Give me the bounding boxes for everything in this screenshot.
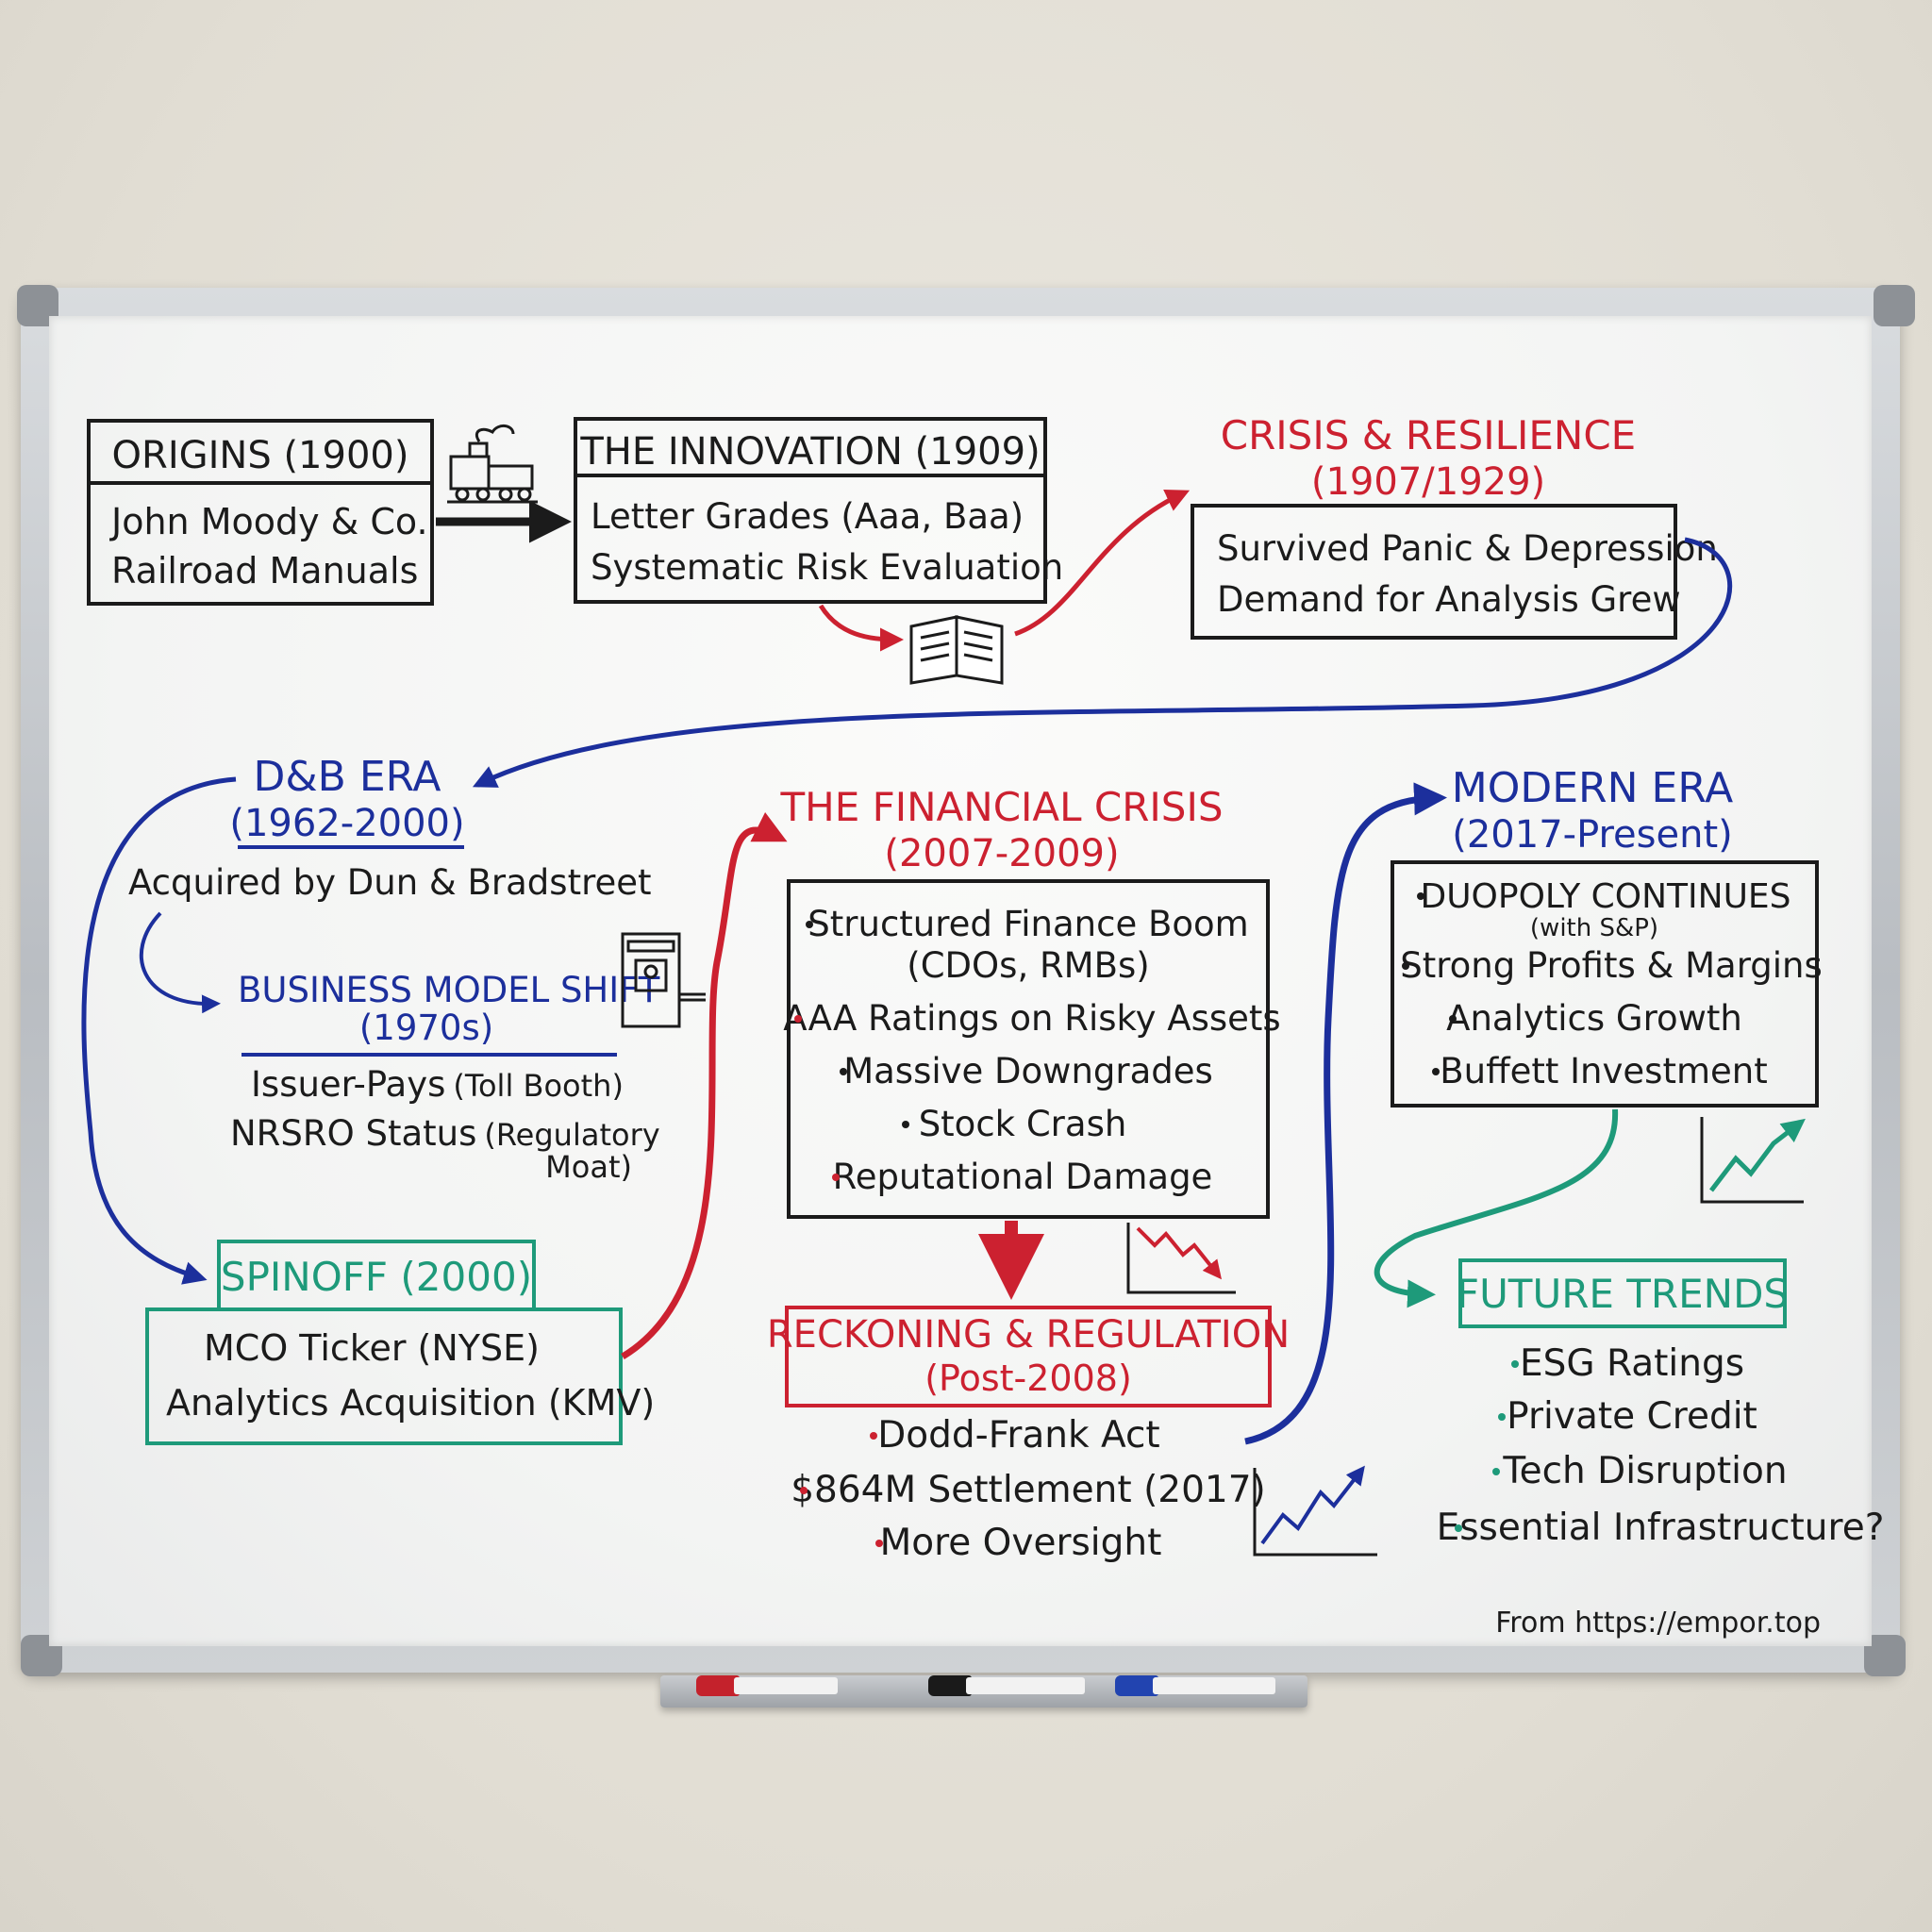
innovation-node: THE INNOVATION (1909) Letter Grades (Aaa… [574, 417, 1063, 604]
model-shift-years: (1970s) [359, 1008, 493, 1048]
reckoning-node: RECKONING & REGULATION (Post-2008) Dodd-… [767, 1306, 1290, 1564]
financial-crisis-item: AAA Ratings on Risky Assets [783, 998, 1280, 1039]
modern-item-note: (with S&P) [1530, 914, 1658, 942]
arrow-db-to-spinoff [81, 776, 237, 1285]
modern-item: Analytics Growth [1446, 998, 1742, 1039]
blue-marker[interactable] [1115, 1675, 1275, 1696]
modern-title: MODERN ERA [1452, 764, 1733, 812]
financial-crisis-item: Reputational Damage [833, 1157, 1213, 1197]
downtrend-chart-icon [1126, 1223, 1236, 1294]
innovation-title: THE INNOVATION (1909) [579, 430, 1040, 474]
bullet-markers [1455, 1360, 1519, 1532]
train-icon [447, 425, 538, 504]
footer-credit: From https://empor.top [1495, 1607, 1821, 1640]
modern-years: (2017-Present) [1452, 813, 1733, 857]
model-shift-node: BUSINESS MODEL SHIFT (1970s) Issuer-Pays… [230, 970, 660, 1185]
spinoff-item: MCO Ticker (NYSE) [204, 1327, 540, 1369]
origins-title: ORIGINS (1900) [112, 434, 409, 477]
arrow-crisis-to-db-era [472, 537, 1733, 788]
db-era-node: D&B ERA (1962-2000) Acquired by Dun & Br… [128, 753, 652, 903]
future-trends-node: FUTURE TRENDS ESG Ratings Private Credit… [1437, 1258, 1885, 1549]
future-title: FUTURE TRENDS [1457, 1271, 1789, 1317]
innovation-item: Letter Grades (Aaa, Baa) [591, 496, 1024, 537]
spinoff-title: SPINOFF (2000) [221, 1254, 532, 1300]
crisis-item: Survived Panic & Depression [1217, 528, 1718, 569]
financial-crisis-item: Massive Downgrades [843, 1051, 1213, 1091]
reckoning-item: More Oversight [880, 1522, 1162, 1564]
modern-era-node: MODERN ERA (2017-Present) DUOPOLY CONTIN… [1391, 764, 1823, 1108]
reckoning-item: $864M Settlement (2017) [791, 1469, 1266, 1511]
spinoff-node: SPINOFF (2000) MCO Ticker (NYSE) Analyti… [145, 1240, 655, 1445]
crisis-years: (1907/1929) [1311, 460, 1545, 504]
model-shift-item-note: (Regulatory [484, 1117, 659, 1153]
modern-item: DUOPOLY CONTINUES [1420, 877, 1790, 916]
financial-crisis-item: Structured Finance Boom [808, 904, 1248, 944]
db-era-item: Acquired by Dun & Bradstreet [128, 862, 652, 903]
model-shift-item: Issuer-Pays(Toll Booth) [251, 1064, 624, 1105]
future-item: ESG Ratings [1520, 1342, 1744, 1385]
model-shift-item-note: Moat) [545, 1149, 632, 1185]
model-shift-item-note: (Toll Booth) [453, 1068, 624, 1104]
model-shift-item-label: NRSRO Status [230, 1113, 476, 1154]
bullet-markers [800, 1432, 883, 1547]
crisis-title: CRISIS & RESILIENCE [1221, 412, 1636, 458]
innovation-item: Systematic Risk Evaluation [591, 547, 1063, 588]
financial-crisis-item: Stock Crash [919, 1104, 1127, 1144]
reckoning-item: Dodd-Frank Act [877, 1414, 1159, 1457]
growth-chart-icon [1700, 1117, 1806, 1204]
financial-crisis-title: THE FINANCIAL CRISIS [779, 784, 1223, 830]
arrow-modern-to-future [1374, 1108, 1619, 1308]
frame-corner [1874, 285, 1915, 326]
origins-node: ORIGINS (1900) John Moody & Co. Railroad… [87, 419, 434, 606]
arrow-db-to-model-shift [139, 911, 221, 1014]
db-era-title: D&B ERA [253, 753, 441, 801]
db-era-years: (1962-2000) [229, 802, 464, 845]
bullet-markers [1402, 892, 1457, 1075]
origins-item: John Moody & Co. [109, 501, 428, 542]
financial-crisis-years: (2007-2009) [884, 832, 1119, 875]
reckoning-years: (Post-2008) [924, 1357, 1132, 1399]
bullet-markers [794, 921, 909, 1181]
crisis-node: CRISIS & RESILIENCE (1907/1929) Survived… [1191, 412, 1718, 640]
red-marker[interactable] [696, 1675, 838, 1696]
book-icon [909, 615, 1004, 685]
spinoff-item: Analytics Acquisition (KMV) [166, 1382, 655, 1424]
whiteboard-surface [49, 316, 1872, 1646]
origins-item: Railroad Manuals [111, 550, 418, 591]
future-item: Tech Disruption [1502, 1450, 1787, 1492]
financial-crisis-item: (CDOs, RMBs) [907, 945, 1149, 986]
arrow-spinoff-to-financial-crisis [621, 811, 788, 1359]
reckoning-title: RECKONING & REGULATION [767, 1313, 1290, 1357]
model-shift-item: NRSRO Status(Regulatory [230, 1113, 660, 1154]
toll-booth-icon [621, 932, 706, 1028]
future-item: Private Credit [1507, 1395, 1757, 1438]
model-shift-item-label: Issuer-Pays [251, 1064, 445, 1105]
uptrend-chart-icon [1253, 1465, 1377, 1557]
model-shift-title: BUSINESS MODEL SHIFT [238, 970, 660, 1010]
arrow-book-to-crisis [1014, 490, 1191, 637]
black-marker[interactable] [928, 1675, 1085, 1696]
financial-crisis-node: THE FINANCIAL CRISIS (2007-2009) Structu… [779, 784, 1281, 1219]
modern-item: Strong Profits & Margins [1400, 945, 1823, 986]
crisis-item: Demand for Analysis Grew [1217, 579, 1681, 620]
arrow-innovation-to-book [818, 604, 904, 652]
future-item: Essential Infrastructure? [1437, 1507, 1885, 1549]
arrow-reckoning-to-modern [1244, 782, 1447, 1445]
modern-item: Buffett Investment [1440, 1051, 1767, 1091]
